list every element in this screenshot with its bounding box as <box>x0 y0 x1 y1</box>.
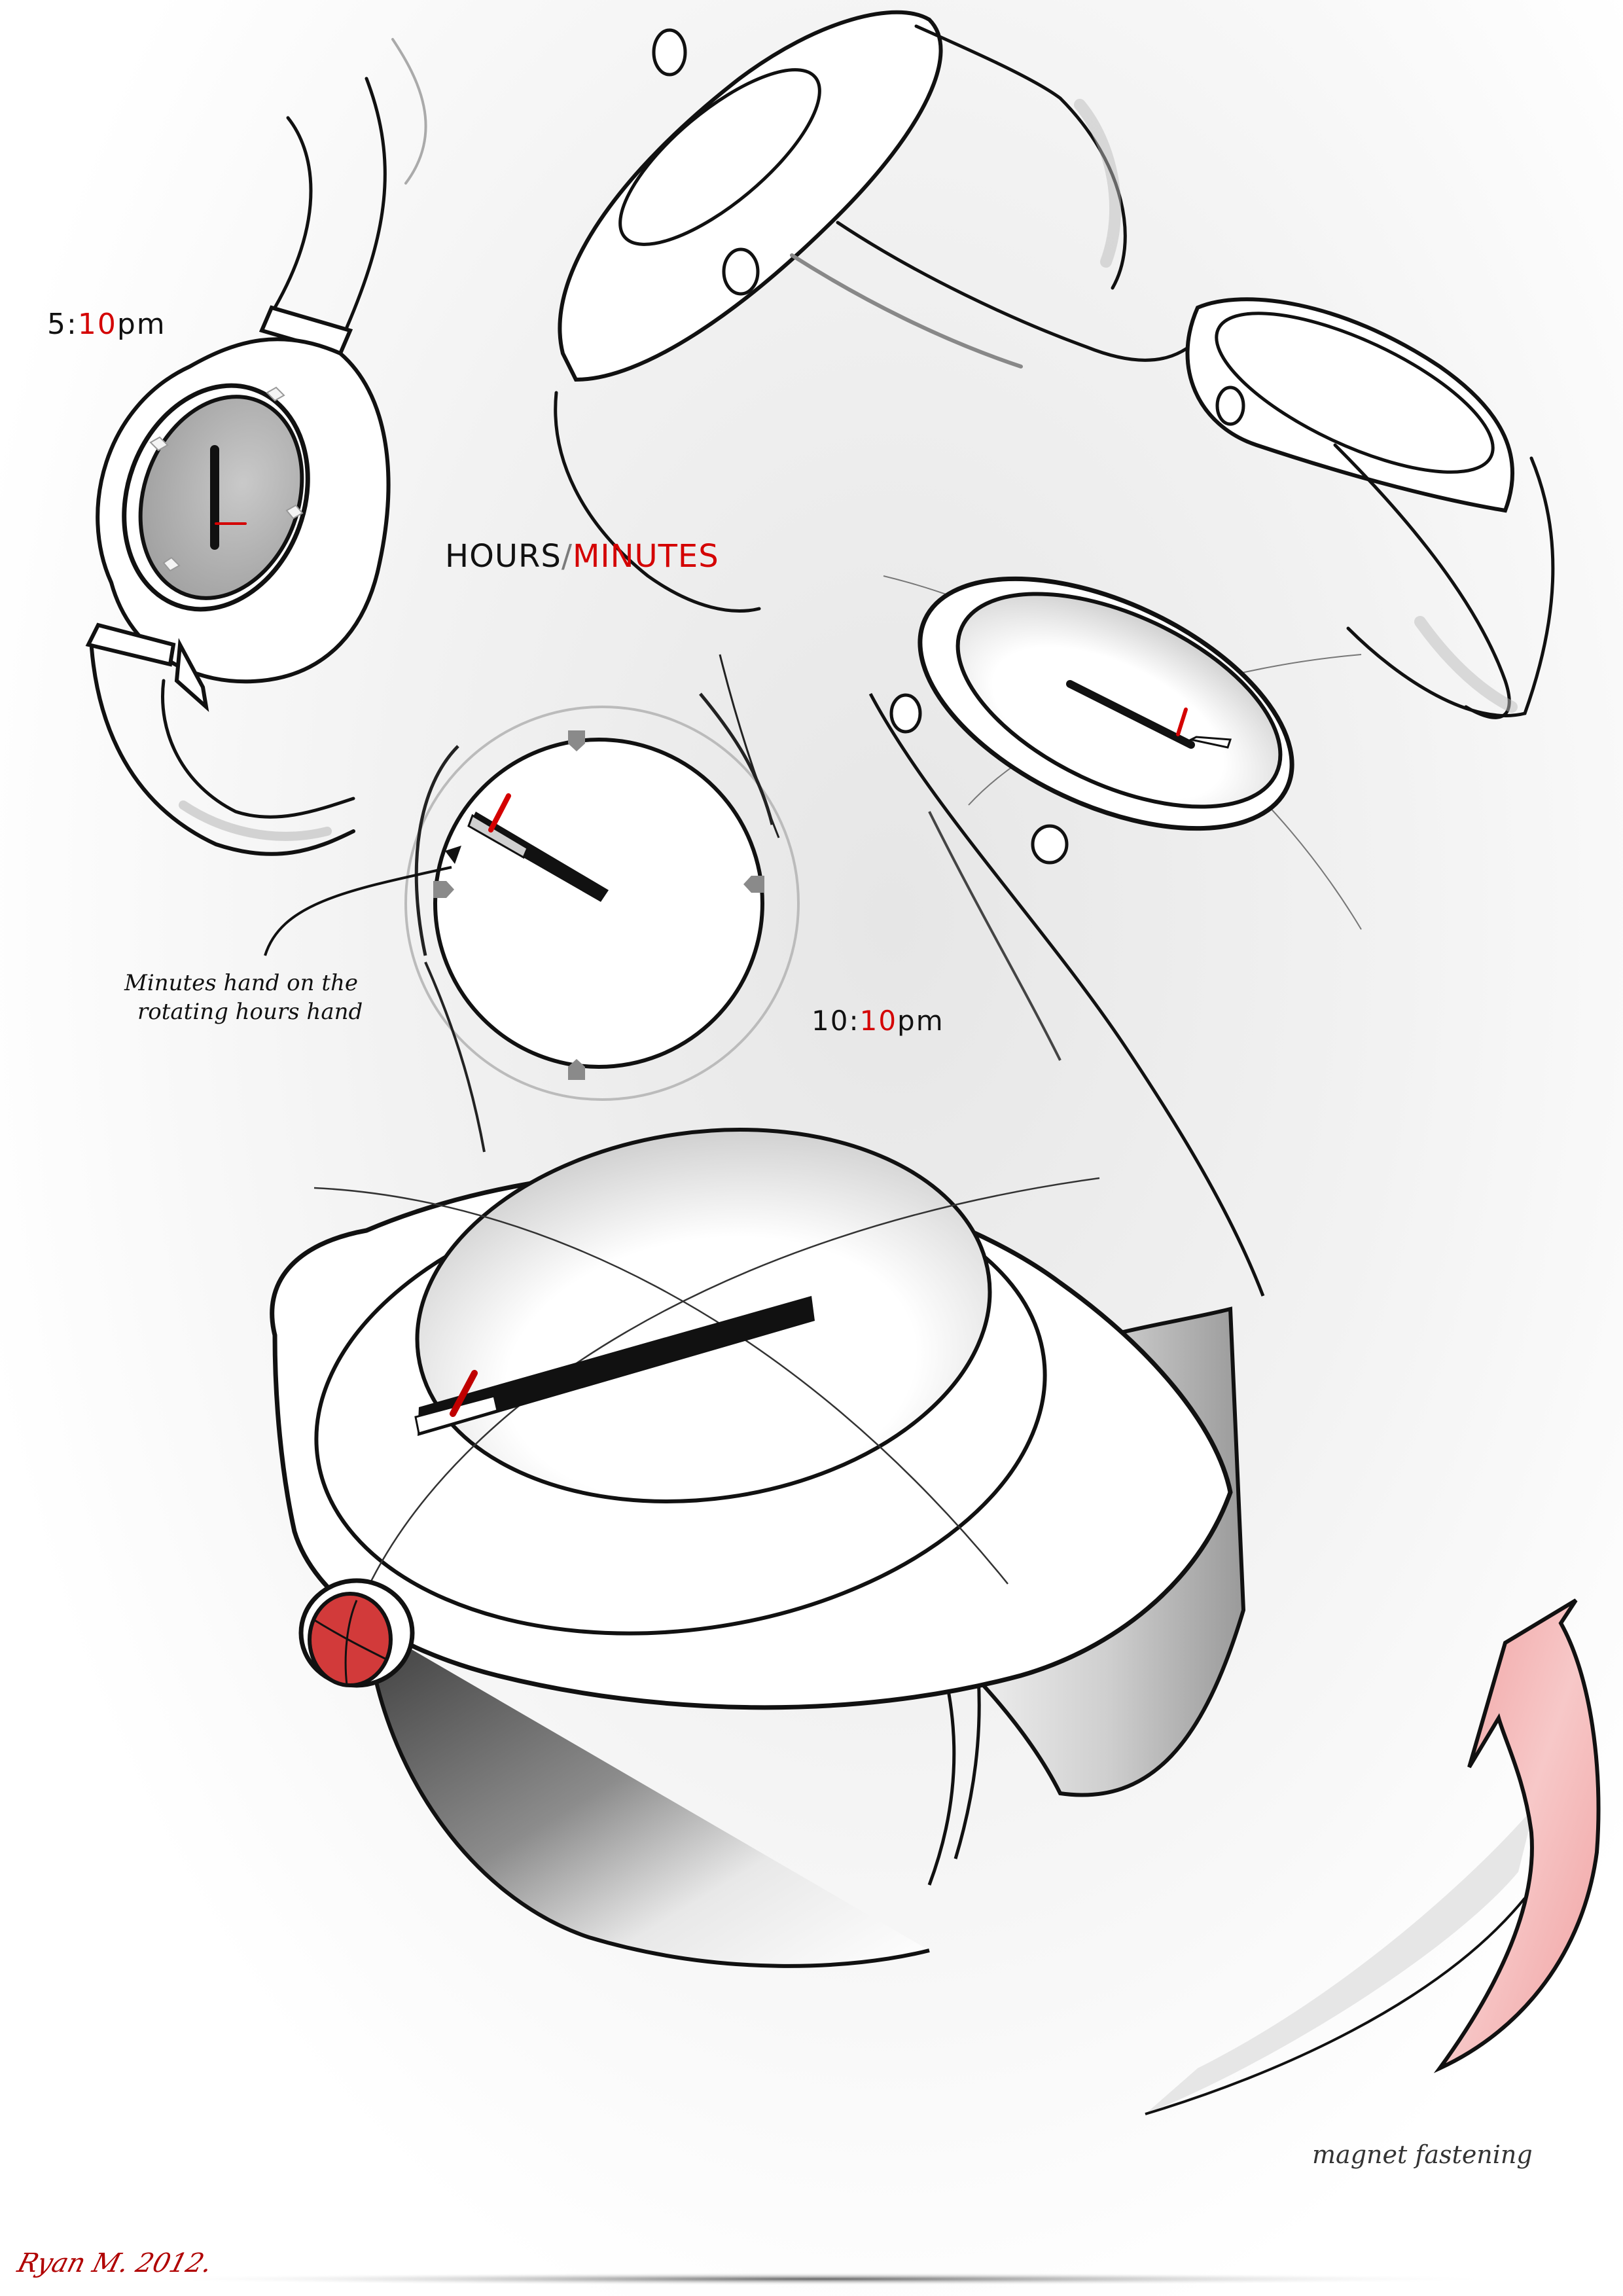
hours-word: HOURS <box>445 538 562 575</box>
ground-shadow <box>131 2272 1505 2286</box>
time-minutes: 10 <box>859 1005 898 1037</box>
watch-top-right <box>554 10 1555 719</box>
time-hours: 10: <box>812 1005 860 1037</box>
arrow-head-icon <box>445 846 461 864</box>
magnet-arrow-icon <box>1433 1598 1601 2073</box>
time-suffix: pm <box>897 1005 944 1037</box>
marker-12 <box>568 730 585 751</box>
hour-hand <box>210 445 219 550</box>
hours-minutes-title: HOURS/MINUTES <box>445 538 719 575</box>
marker-9 <box>433 881 454 898</box>
watch-large <box>270 1128 1246 1968</box>
time-suffix: pm <box>116 308 166 341</box>
time-label-1010: 10:10pm <box>812 1005 944 1037</box>
clock-face-center <box>264 654 800 1153</box>
watch-top-left <box>85 38 427 856</box>
marker-3 <box>743 876 764 893</box>
time-minutes: 10 <box>77 308 117 341</box>
hour-hand <box>1066 680 1195 749</box>
minute-hand <box>1176 708 1188 736</box>
magnet-fastening-label: magnet fastening <box>1312 2140 1533 2169</box>
dial-markers <box>149 386 304 572</box>
minutes-word: MINUTES <box>573 538 719 575</box>
crown <box>298 1578 415 1688</box>
minute-hand <box>450 1370 478 1417</box>
time-hours: 5: <box>47 308 78 341</box>
annotation-note: Minutes hand on the rotating hours hand <box>124 969 363 1026</box>
time-label-510: 5:10pm <box>47 308 166 341</box>
hour-markers <box>433 730 764 1080</box>
artist-signature: Ryan M. 2012. <box>14 2248 216 2278</box>
annotation-line-1: Minutes hand on the <box>124 970 359 996</box>
magnet-arrow <box>1145 1598 1601 2115</box>
marker-6 <box>568 1059 585 1080</box>
hour-hand <box>418 1296 815 1436</box>
watch-mid-right <box>868 575 1362 1297</box>
annotation-arrow <box>264 866 452 956</box>
separator: / <box>561 538 573 575</box>
minute-hand <box>488 793 511 833</box>
annotation-line-2: rotating hours hand <box>137 999 363 1025</box>
